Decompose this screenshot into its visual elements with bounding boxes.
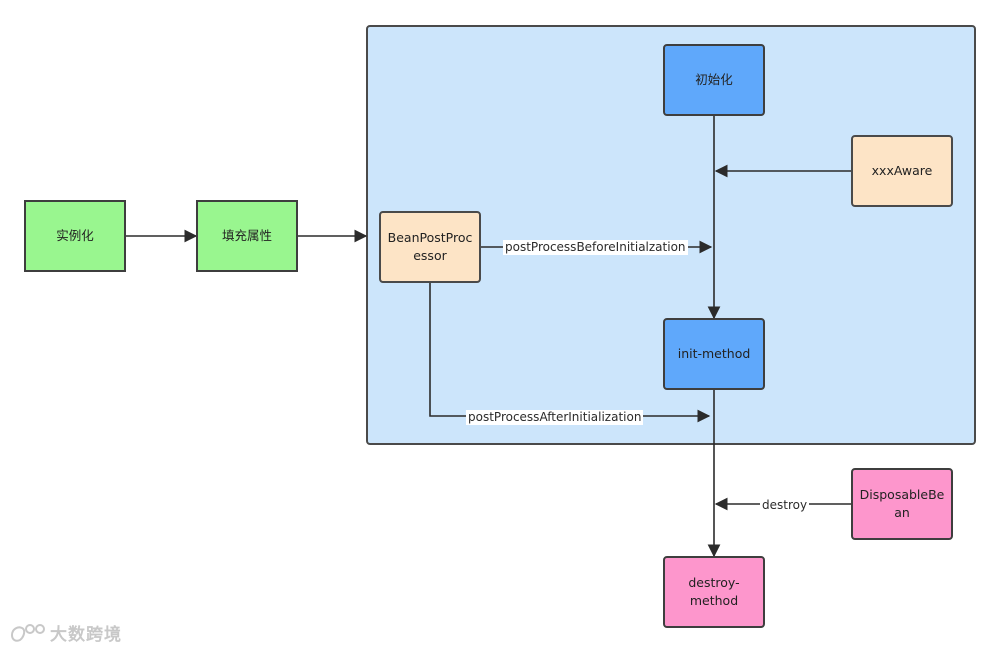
node-destroy-method-label: destroy-method <box>688 574 740 608</box>
node-populate-properties-label: 填充属性 <box>221 227 272 243</box>
node-disposable-bean: DisposableBean <box>851 468 953 540</box>
node-disposable-bean-label: DisposableBean <box>859 486 945 520</box>
watermark-text: 大数跨境 <box>50 625 122 645</box>
watermark: 大数跨境 <box>8 620 122 645</box>
node-init-method-label: init-method <box>677 345 751 361</box>
node-xxx-aware-label: xxxAware <box>871 162 933 178</box>
node-destroy-method: destroy-method <box>663 556 765 628</box>
node-initialize: 初始化 <box>663 44 765 116</box>
node-instantiate-label: 实例化 <box>56 227 94 243</box>
node-bean-post-processor: BeanPostProcessor <box>379 211 481 283</box>
edge-label-before-init: postProcessBeforeInitialzation <box>503 240 688 255</box>
node-instantiate: 实例化 <box>24 200 126 272</box>
edge-label-destroy: destroy <box>760 498 810 513</box>
node-populate-properties: 填充属性 <box>196 200 298 272</box>
node-xxx-aware: xxxAware <box>851 135 953 207</box>
weibo-logo-icon <box>10 623 45 642</box>
edge-label-after-init: postProcessAfterInitialization <box>466 410 644 425</box>
node-init-method: init-method <box>663 318 765 390</box>
node-initialize-label: 初始化 <box>695 71 733 87</box>
node-bean-post-processor-label: BeanPostProcessor <box>387 229 473 263</box>
